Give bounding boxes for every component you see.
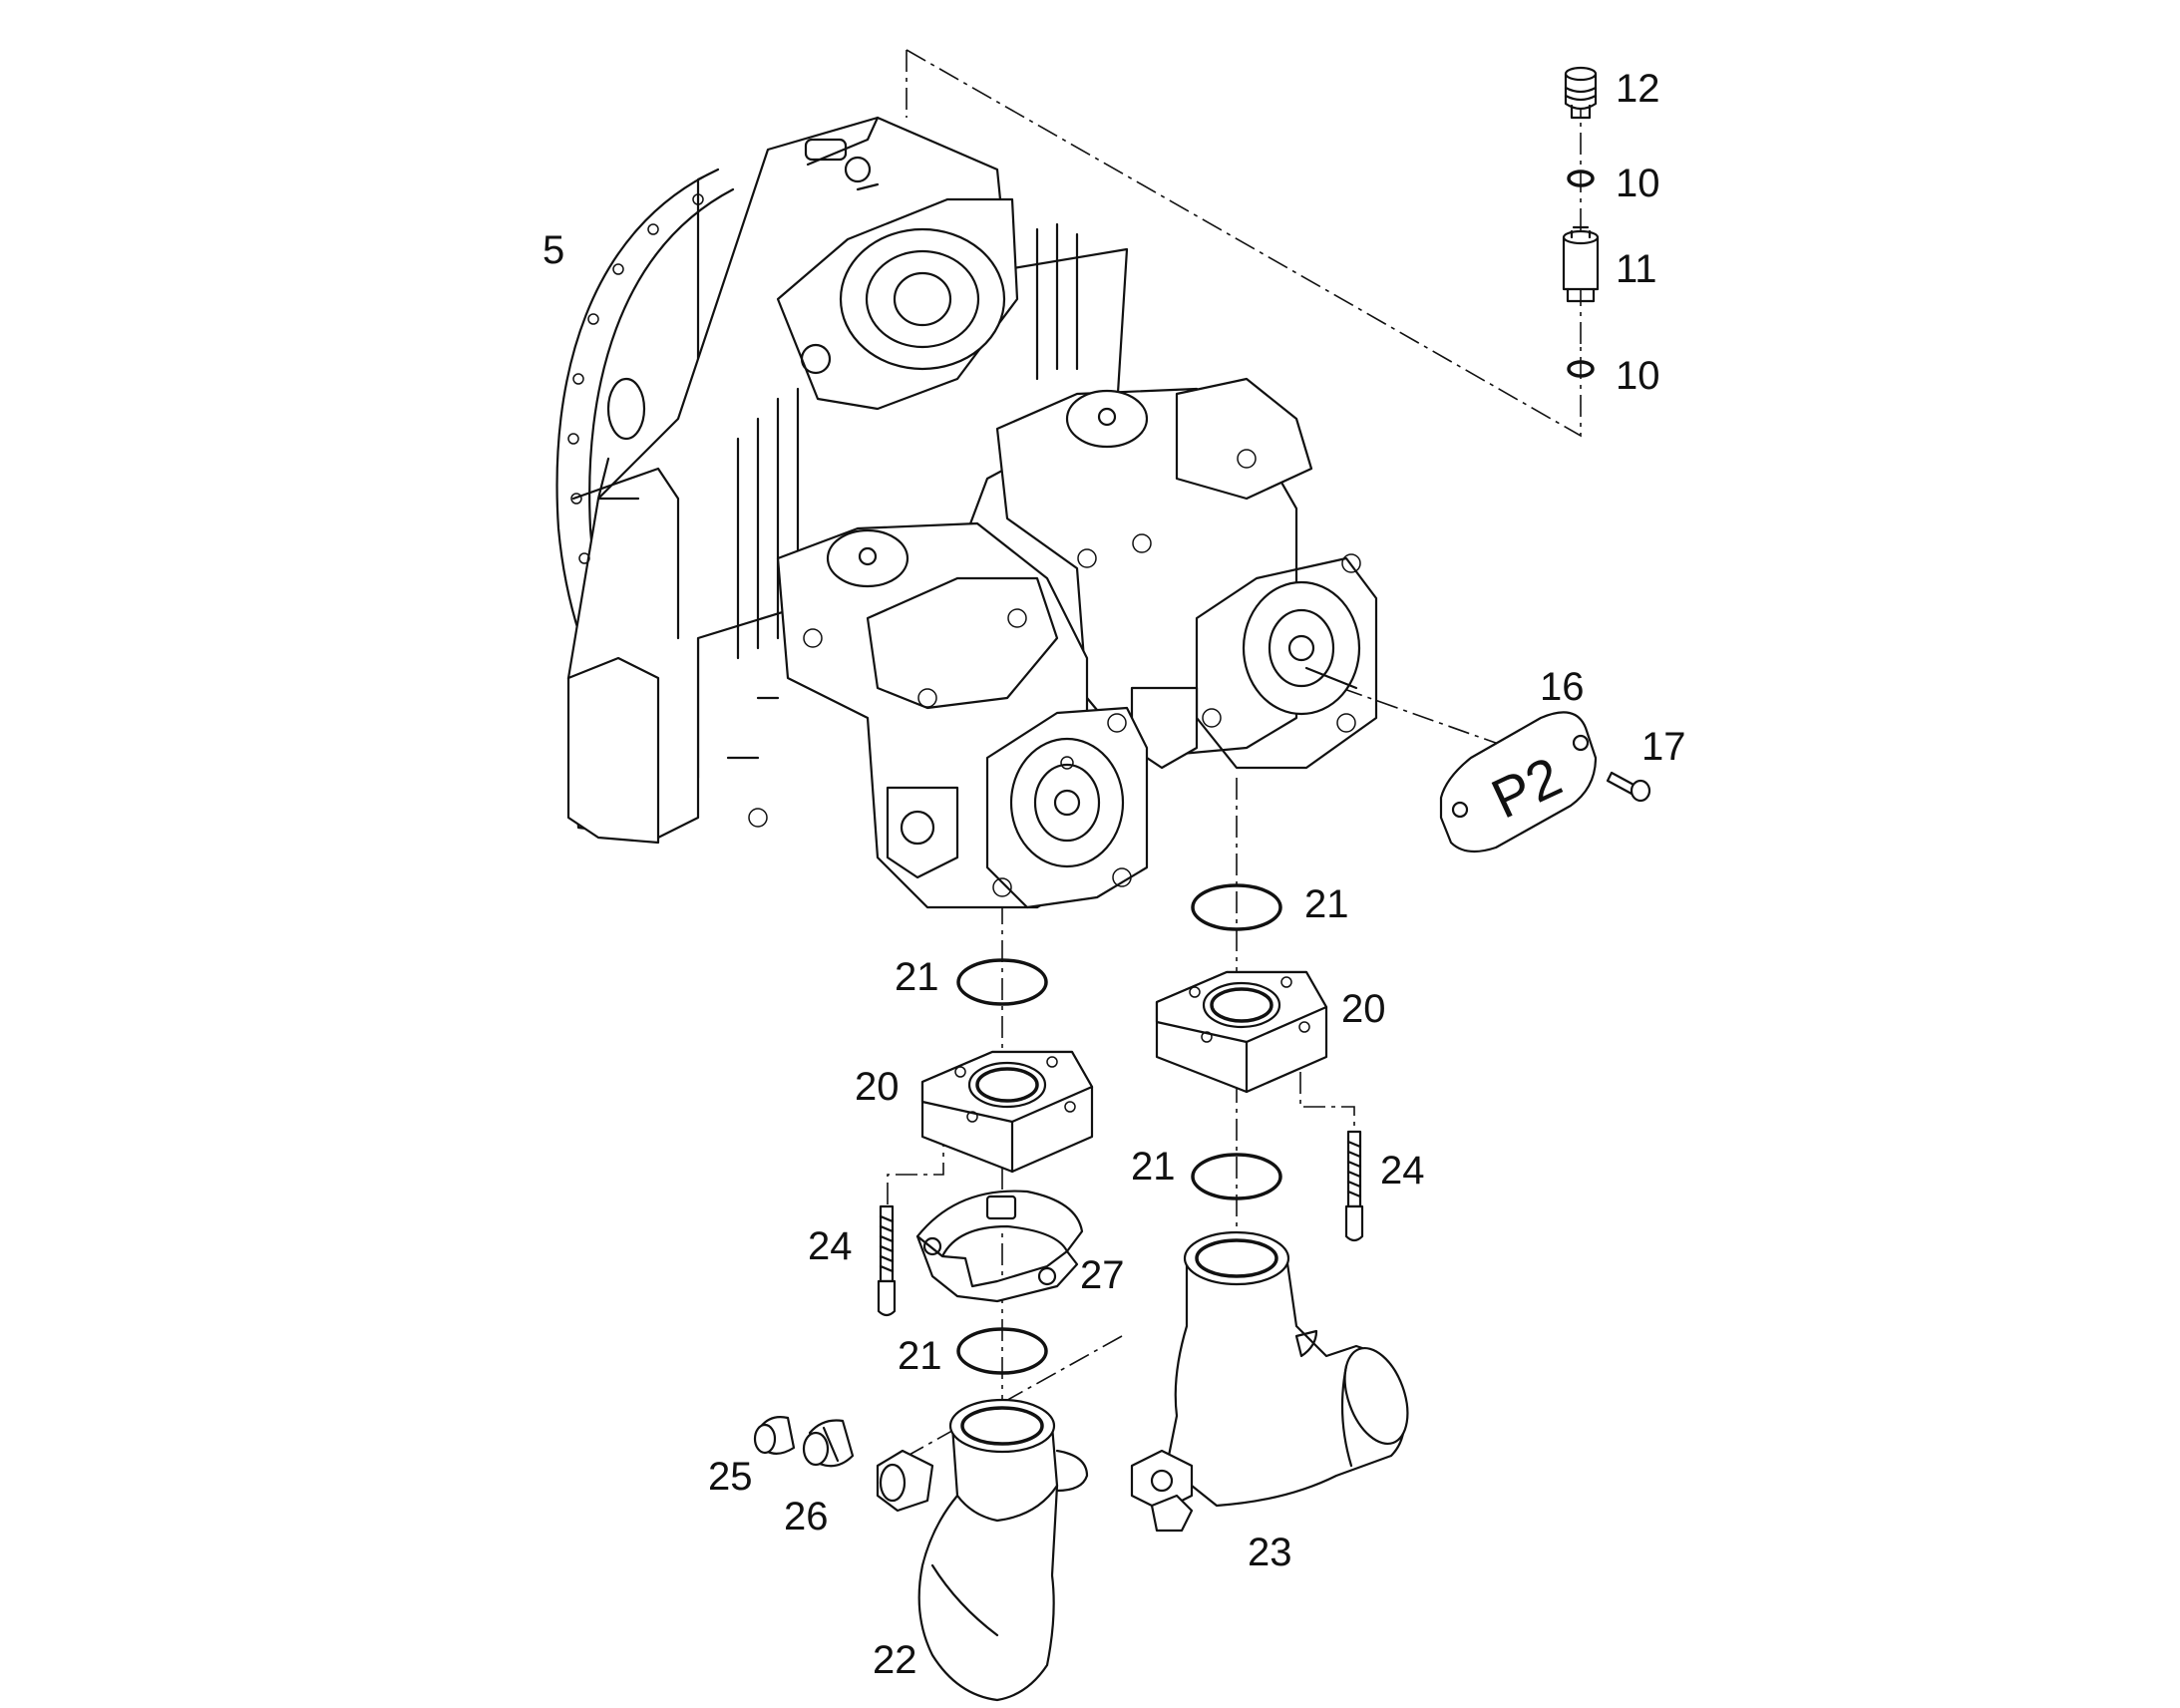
callout-12: 12 [1616, 67, 1660, 111]
callout-21-right-upper: 21 [1304, 882, 1349, 926]
o-ring-21-left-upper [956, 958, 1048, 1006]
callout-23: 23 [1248, 1531, 1292, 1574]
callout-5: 5 [543, 228, 564, 272]
gearbox-assembly [555, 116, 1378, 909]
o-ring-21-left-lower [956, 1327, 1048, 1375]
callout-20-right: 20 [1341, 987, 1386, 1031]
callout-24-left: 24 [808, 1224, 853, 1268]
cover-plate-16: P2 [1439, 711, 1598, 854]
o-ring-21-right-upper [1191, 883, 1282, 931]
flange-20-left [920, 1050, 1094, 1174]
elbow-23 [1130, 1230, 1409, 1533]
callout-11: 11 [1616, 247, 1657, 291]
seal-ring-10-upper [1567, 170, 1595, 187]
elbow-22 [876, 1398, 1089, 1702]
flange-20-right [1155, 970, 1328, 1094]
callout-24-right: 24 [1380, 1149, 1425, 1193]
callout-20-left: 20 [855, 1065, 900, 1109]
fitting-11 [1562, 225, 1600, 303]
cap-12 [1564, 66, 1598, 120]
screw-17 [1606, 771, 1651, 803]
callout-16: 16 [1540, 665, 1585, 709]
callout-25: 25 [708, 1455, 753, 1499]
callout-21-left-lower: 21 [898, 1334, 942, 1378]
callout-27: 27 [1080, 1253, 1125, 1297]
callout-26: 26 [784, 1495, 829, 1538]
callout-10-lower: 10 [1616, 354, 1660, 398]
callout-22: 22 [873, 1638, 917, 1682]
callouts: 5 12 10 11 10 16 17 21 21 20 20 24 21 24… [543, 67, 1686, 1682]
callout-10-upper: 10 [1616, 162, 1660, 205]
seal-ring-10-lower [1567, 360, 1595, 378]
callout-17: 17 [1641, 725, 1686, 769]
callout-21-left-upper: 21 [895, 955, 939, 999]
nut-26 [802, 1419, 855, 1468]
o-ring-21-right-lower [1191, 1153, 1282, 1200]
bolt-24-left [877, 1204, 897, 1317]
cap-25 [753, 1416, 796, 1455]
bolt-24-right [1344, 1130, 1364, 1242]
breather-stack [1562, 66, 1600, 378]
callout-21-right-lower: 21 [1131, 1145, 1176, 1189]
split-clamp-27 [915, 1190, 1084, 1303]
